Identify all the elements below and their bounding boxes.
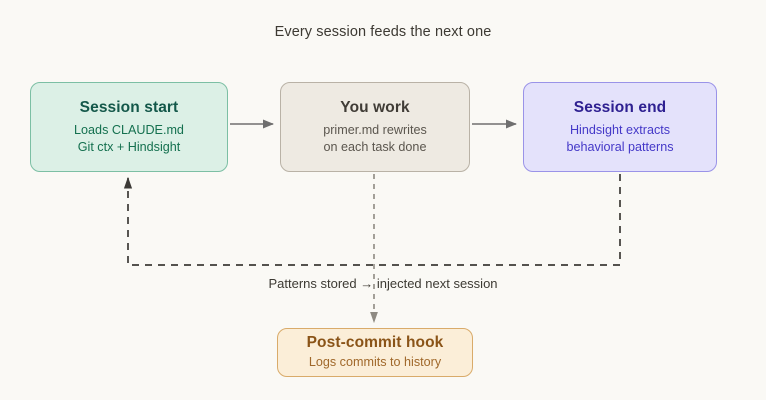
node-session-end-subtitle-line-1: Hindsight extracts <box>569 122 671 137</box>
node-you-work-subtitle-line-1: primer.md rewrites <box>323 122 427 137</box>
node-session-end-subtitle: Hindsight extracts behavioral patterns <box>566 122 673 155</box>
node-session-end-subtitle-line-2: behavioral patterns <box>566 139 674 154</box>
node-post-commit-hook-subtitle: Logs commits to history <box>309 354 441 371</box>
node-session-start-subtitle-line-1: Loads CLAUDE.md <box>74 122 184 137</box>
node-session-end[interactable]: Session end Hindsight extracts behaviora… <box>523 82 717 172</box>
node-post-commit-hook[interactable]: Post-commit hook Logs commits to history <box>277 328 473 377</box>
node-post-commit-hook-title: Post-commit hook <box>306 334 444 352</box>
node-post-commit-hook-subtitle-line-1: Logs commits to history <box>308 355 442 370</box>
edge-end-to-start-feedback <box>123 174 621 266</box>
node-you-work-title: You work <box>340 98 410 116</box>
node-you-work[interactable]: You work primer.md rewrites on each task… <box>280 82 470 172</box>
node-session-start[interactable]: Session start Loads CLAUDE.md Git ctx + … <box>30 82 228 172</box>
node-you-work-subtitle: primer.md rewrites on each task done <box>323 122 427 155</box>
node-session-start-subtitle: Loads CLAUDE.md Git ctx + Hindsight <box>74 122 184 155</box>
node-session-start-title: Session start <box>79 98 179 116</box>
node-you-work-subtitle-line-2: on each task done <box>323 139 427 154</box>
edge-label-patterns-stored: Patterns stored → injected next session <box>268 276 498 291</box>
diagram-title: Every session feeds the next one <box>274 24 492 40</box>
node-session-end-title: Session end <box>573 98 667 116</box>
node-session-start-subtitle-line-2: Git ctx + Hindsight <box>77 139 181 154</box>
